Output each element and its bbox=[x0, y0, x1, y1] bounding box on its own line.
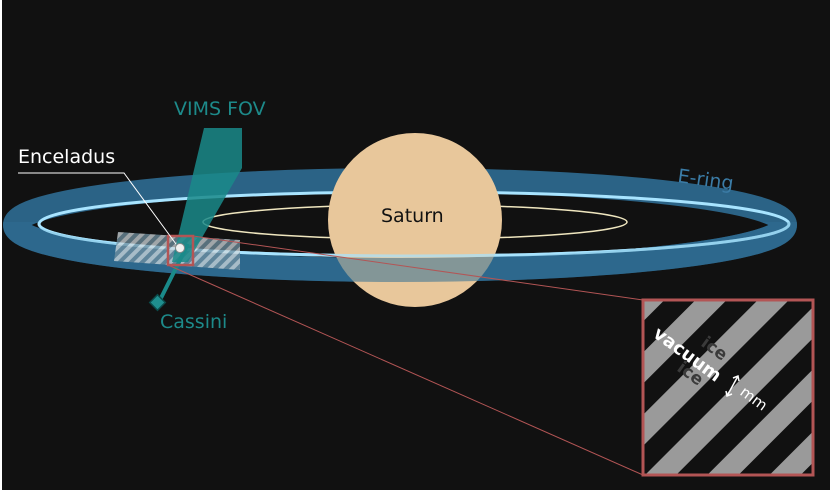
cassini-marker bbox=[148, 293, 167, 312]
zoom-line-top bbox=[192, 235, 644, 301]
enceladus-leader-line bbox=[18, 172, 177, 245]
vims-fov-line bbox=[156, 243, 190, 305]
scale-arrow-head-top bbox=[732, 374, 740, 382]
e-ring-bright-front bbox=[37, 222, 791, 258]
cassini-label: Cassini bbox=[160, 311, 227, 333]
inset-border bbox=[641, 298, 815, 477]
enceladus-moon bbox=[175, 243, 185, 253]
vims-fov-beam bbox=[172, 128, 242, 262]
scale-arrow-head-bottom bbox=[725, 390, 733, 398]
inset-panel: ice vacuum ice mm bbox=[641, 298, 815, 477]
scale-arrow-shaft bbox=[726, 375, 739, 397]
e-ring-outer-front bbox=[3, 222, 797, 282]
e-ring-front bbox=[3, 222, 797, 282]
inset-hatch bbox=[643, 300, 813, 475]
saturn-label: Saturn bbox=[381, 205, 444, 227]
zoom-box-small bbox=[166, 234, 195, 267]
zoom-line-bottom bbox=[167, 264, 644, 476]
enceladus-label: Enceladus bbox=[18, 146, 115, 168]
vims-fov-label: VIMS FOV bbox=[174, 98, 266, 120]
